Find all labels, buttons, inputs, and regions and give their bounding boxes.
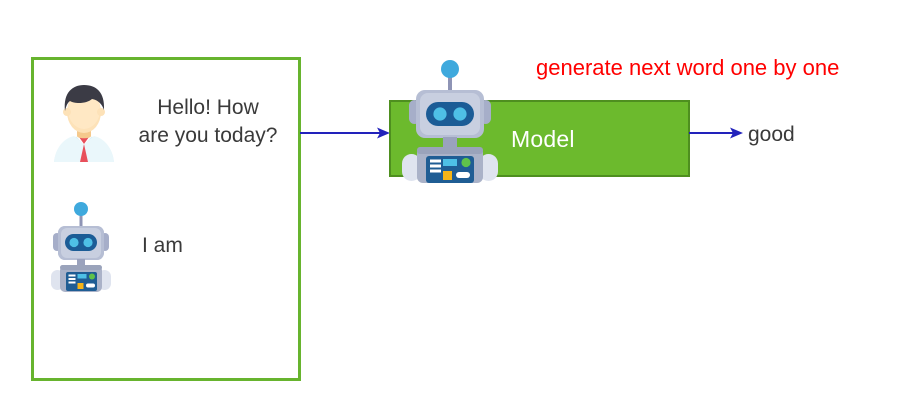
model-label: Model [511, 126, 575, 152]
annotation-generate-next-word: generate next word one by one [536, 55, 840, 80]
arrow-model-to-output [689, 127, 743, 139]
conversation-panel: Hello! How are you today? [31, 57, 301, 381]
output-word-label: good [748, 123, 795, 146]
assistant-message-text: I am [142, 234, 183, 257]
robot-avatar-icon [48, 200, 114, 292]
robot-model-icon [400, 58, 500, 183]
user-message-text: Hello! How are you today? [138, 96, 278, 147]
chat-turn-assistant: I am [48, 200, 292, 292]
user-avatar-icon [48, 82, 120, 162]
chat-turn-user: Hello! How are you today? [48, 82, 292, 162]
arrow-conversation-to-model [300, 127, 390, 139]
